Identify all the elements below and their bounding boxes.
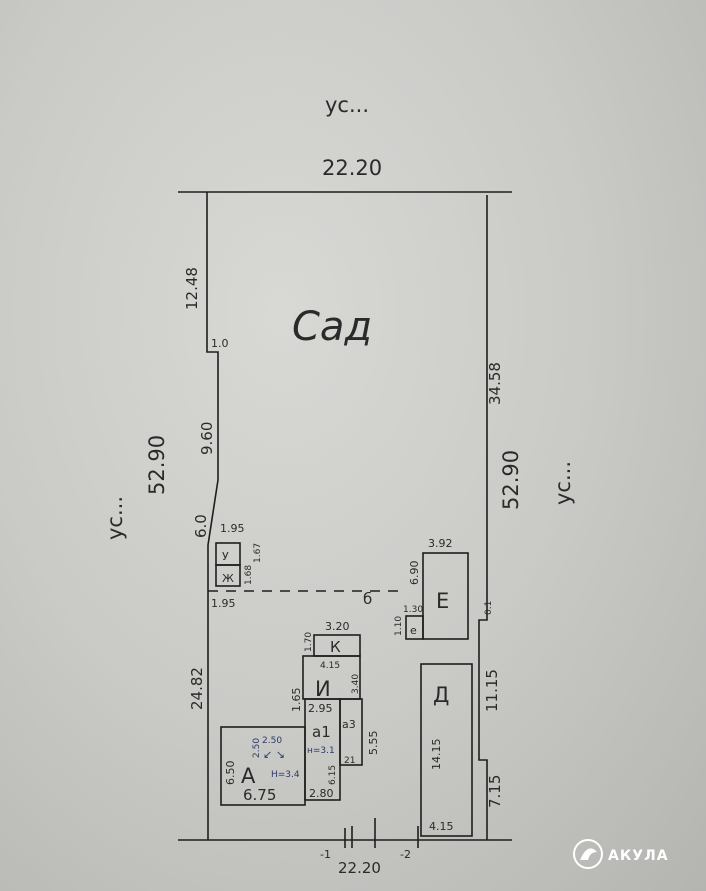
a-label: А	[241, 764, 256, 788]
a3-label: а3	[342, 718, 356, 731]
a-arrows: ↙ ↘	[263, 748, 285, 761]
d-height-label: 14.15	[430, 739, 443, 771]
a-height-label: 6.50	[224, 761, 237, 786]
u-label: У	[222, 550, 229, 563]
right-boundary	[478, 195, 488, 840]
a1-side-label: 1.65	[290, 688, 303, 713]
e-width-label: 3.92	[428, 537, 453, 550]
right-lower-label: 7.15	[486, 775, 504, 808]
yard-label: б	[363, 590, 372, 608]
a1-width-top-label: 2.95	[308, 702, 333, 715]
k-width-label: 3.20	[325, 620, 350, 633]
garden-label: Сад	[292, 304, 372, 350]
a1-height-label: 6.15	[328, 765, 338, 785]
a1-label: а1	[312, 723, 331, 741]
neighbor-right-label: ус...	[551, 461, 575, 505]
zh-bottom-width-label: 1.95	[211, 597, 236, 610]
a3-height-label: 5.55	[367, 731, 380, 756]
left-lower-a-label: 6.0	[192, 514, 210, 538]
a-note: Н=3.4	[271, 770, 300, 780]
building-d	[420, 663, 473, 837]
e-height-label: 6.90	[408, 561, 421, 586]
a-inner-width-label: 2.50	[262, 736, 282, 746]
u-width-label: 1.95	[220, 522, 245, 535]
bottom-mark-2: -2	[400, 848, 411, 861]
right-mid-label: 11.15	[483, 669, 501, 712]
right-jog-label: 0.1	[484, 601, 494, 615]
i-label: И	[315, 677, 331, 701]
left-lower-b-label: 24.82	[188, 667, 206, 710]
zh-height-label: 1.67	[253, 543, 263, 563]
left-total-label: 52.90	[145, 435, 169, 495]
k-label: К	[330, 638, 341, 656]
watermark-logo: АКУЛА	[573, 839, 669, 869]
building-e-small	[405, 615, 424, 640]
a-width-label: 6.75	[243, 786, 276, 804]
i-width-label: 4.15	[320, 661, 340, 671]
building-a	[220, 726, 306, 806]
d-label: Д	[433, 683, 449, 707]
neighbor-left-label: ус...	[103, 496, 127, 540]
watermark-brand: АКУЛА	[608, 848, 669, 864]
bottom-mark-1: -1	[320, 848, 331, 861]
top-width-label: 22.20	[322, 156, 382, 180]
k-height-label: 1.70	[304, 632, 314, 652]
a1-width-bottom-label: 2.80	[309, 787, 334, 800]
a3-note: 21	[344, 756, 355, 766]
i-height-label: 3.40	[351, 674, 361, 694]
d-width-label: 4.15	[429, 820, 454, 833]
left-boundary	[206, 192, 219, 840]
a1-note: н=3.1	[307, 746, 335, 756]
right-total-label: 52.90	[499, 450, 523, 510]
left-upper-label: 12.48	[183, 267, 201, 310]
e-label: Е	[436, 589, 449, 613]
building-a3	[339, 698, 363, 766]
neighbor-top-label: ус...	[325, 93, 369, 117]
e-small-height-label: 1.10	[394, 616, 404, 636]
u-height-label: 1.68	[244, 565, 254, 585]
zh-label: Ж	[222, 572, 234, 585]
shark-logo-icon	[573, 839, 603, 869]
left-mid-label: 9.60	[198, 422, 216, 455]
bottom-width-label: 22.20	[338, 859, 381, 877]
e-small-label: е	[410, 624, 417, 637]
building-zh	[215, 564, 241, 587]
right-upper-label: 34.58	[486, 362, 504, 405]
e-small-width-label: 1.30	[403, 605, 423, 615]
building-e	[422, 552, 469, 640]
a-inner-height-label: 2.50	[252, 738, 262, 758]
left-jog-label: 1.0	[211, 337, 229, 350]
